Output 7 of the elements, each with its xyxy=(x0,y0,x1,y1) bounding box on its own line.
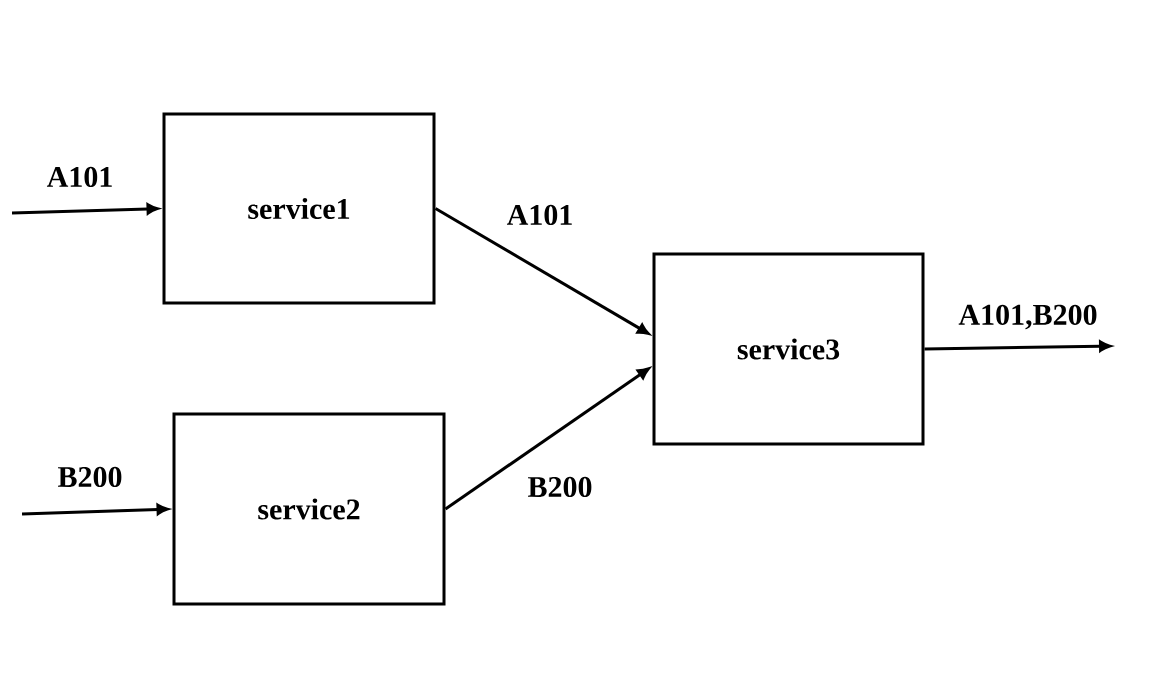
arrow xyxy=(434,207,650,335)
service-box: service3 xyxy=(652,252,925,446)
arrow xyxy=(444,367,650,511)
service-box: service1 xyxy=(162,112,436,305)
arrow xyxy=(924,340,1112,352)
service-box: service2 xyxy=(172,412,446,606)
edge-label: A101,B200 xyxy=(957,303,1099,331)
